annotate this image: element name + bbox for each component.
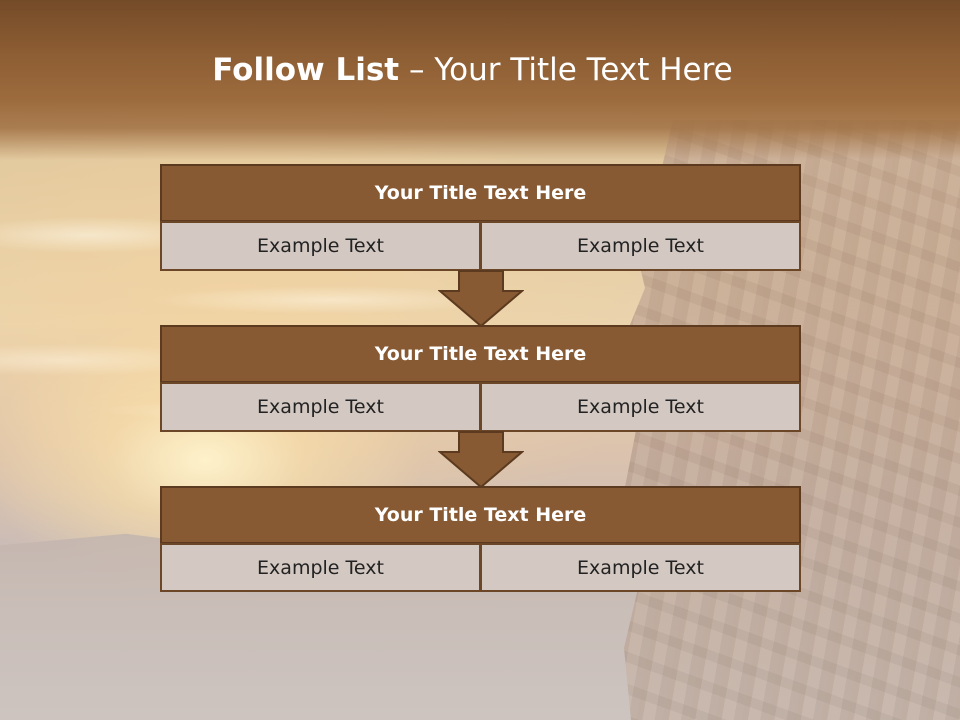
step-title: Your Title Text Here (160, 486, 801, 544)
step-cell-left: Example Text (160, 382, 481, 432)
step-title: Your Title Text Here (160, 164, 801, 222)
step-cell-right: Example Text (480, 221, 801, 271)
step-cell-left: Example Text (160, 543, 481, 592)
step-cell-right: Example Text (480, 543, 801, 592)
step-cell-right: Example Text (480, 382, 801, 432)
down-arrow-icon (438, 270, 524, 328)
step-block-3: Your Title Text Here Example Text Exampl… (160, 486, 801, 592)
step-title: Your Title Text Here (160, 325, 801, 383)
down-arrow-icon (438, 431, 524, 489)
slide-title: Follow List – Your Title Text Here (0, 52, 945, 88)
title-band (0, 0, 960, 160)
step-block-2: Your Title Text Here Example Text Exampl… (160, 325, 801, 433)
slide-title-rest: – Your Title Text Here (399, 52, 733, 88)
slide-title-bold: Follow List (212, 52, 400, 88)
step-cell-left: Example Text (160, 221, 481, 271)
step-block-1: Your Title Text Here Example Text Exampl… (160, 164, 801, 272)
